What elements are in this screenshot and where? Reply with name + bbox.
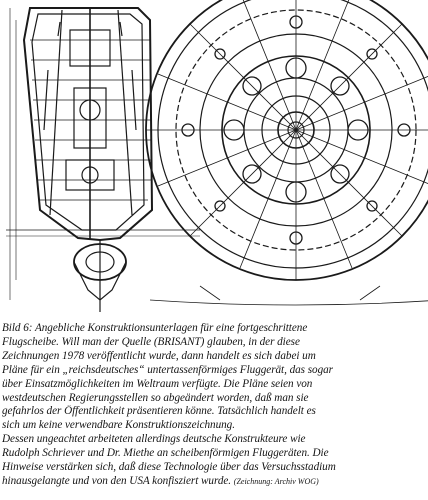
side-view-drawing: [6, 7, 200, 312]
caption-line: über Einsatzmöglichkeiten im Weltraum ve…: [2, 377, 313, 390]
caption-line: Dessen ungeachtet arbeiteten allerdings …: [2, 433, 306, 446]
caption-line: gefahrlos der Öffentlichkeit präsentiere…: [2, 405, 316, 418]
caption-line: sich um keine verwendbare Konstruktionsz…: [2, 419, 235, 432]
figure-caption: Bild 6: Angebliche Konstruktionsunterlag…: [2, 322, 426, 489]
caption-line: hinausgelangte und von den USA konfiszie…: [2, 474, 232, 487]
caption-line: Bild 6: Angebliche Konstruktionsunterlag…: [2, 322, 308, 334]
plan-view-drawing: [145, 0, 428, 306]
caption-line: Rudolph Schriever und Dr. Miethe an sche…: [2, 447, 329, 460]
caption-last-line: hinausgelangte und von den USA konfiszie…: [2, 475, 426, 489]
caption-line: westdeutschen Regierungsstellen so abgeä…: [2, 391, 309, 404]
caption-line: Pläne für ein „reichsdeutsches“ untertas…: [2, 363, 333, 376]
technical-drawing-figure: [6, 0, 428, 312]
caption-line: Zeichnungen 1978 veröffentlicht wurde, d…: [2, 349, 316, 362]
flying-disc-blueprint-drawing: [6, 0, 428, 312]
drawing-credit: (Zeichnung: Archiv WOG): [233, 476, 319, 486]
caption-line: Hinweise verstärken sich, daß diese Tech…: [2, 461, 336, 474]
caption-line: Flugscheibe. Will man der Quelle (BRISAN…: [2, 335, 300, 348]
